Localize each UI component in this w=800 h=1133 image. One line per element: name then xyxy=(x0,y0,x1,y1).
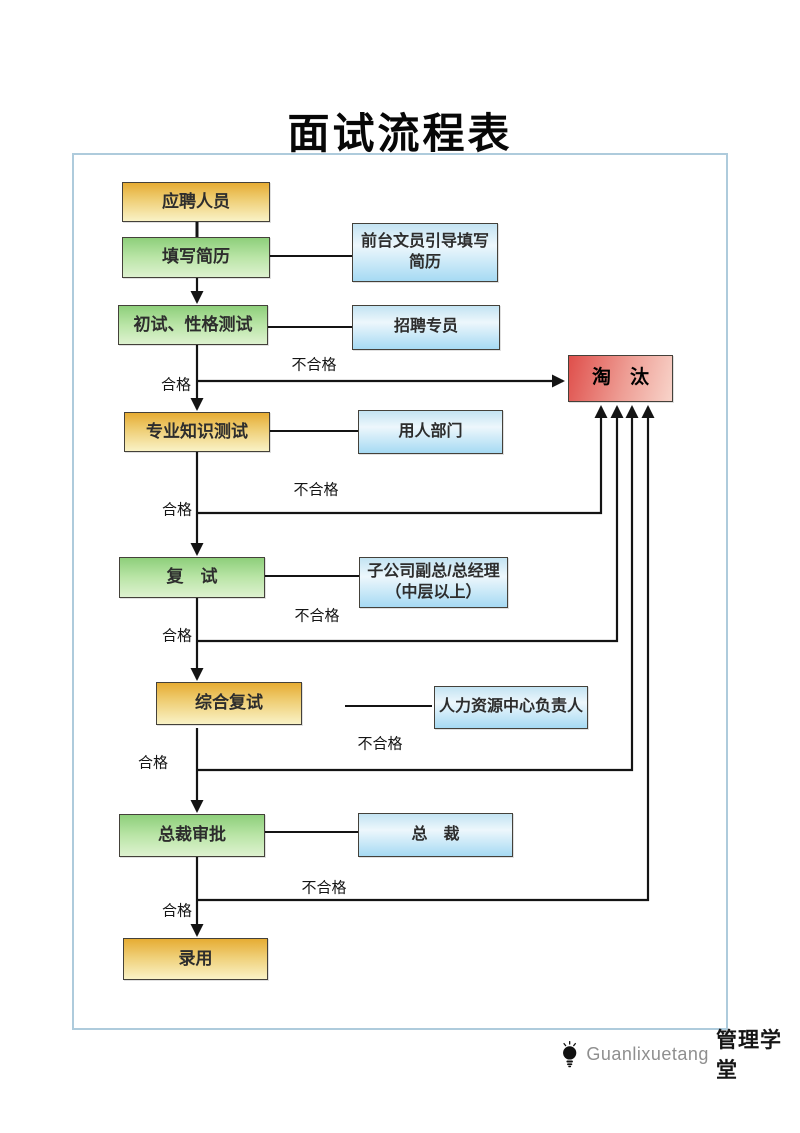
pass-label-4: 合格 xyxy=(137,754,169,772)
flow-step-initial-test: 初试、性格测试 xyxy=(118,305,268,345)
lightbulb-icon xyxy=(563,1040,577,1067)
flow-step-comprehensive-interview: 综合复试 xyxy=(156,682,302,725)
pass-label-1: 合格 xyxy=(160,376,192,394)
footer-brand: Guanlixuetang 管理学堂 xyxy=(560,1029,790,1082)
fail-label-5: 不合格 xyxy=(301,879,347,897)
actor-receptionist: 前台文员引导填写 简历 xyxy=(352,223,498,282)
fail-label-1: 不合格 xyxy=(291,356,337,374)
actor-president: 总 裁 xyxy=(358,813,513,857)
page-title: 面试流程表 xyxy=(287,110,513,157)
fail-label-4: 不合格 xyxy=(357,735,403,753)
flow-step-second-interview: 复 试 xyxy=(119,557,265,598)
reject-box: 淘 汰 xyxy=(568,355,673,402)
actor-recruiter: 招聘专员 xyxy=(352,305,500,350)
pass-label-2: 合格 xyxy=(161,501,193,519)
flow-step-hired: 录用 xyxy=(123,938,268,980)
flow-step-president-approval: 总裁审批 xyxy=(119,814,265,857)
actor-hr-head: 人力资源中心负责人 xyxy=(434,686,588,729)
fail-label-3: 不合格 xyxy=(294,607,340,625)
actor-hiring-department: 用人部门 xyxy=(358,410,503,454)
flow-step-knowledge-test: 专业知识测试 xyxy=(124,412,270,452)
brand-name-latin: Guanlixuetang xyxy=(586,1043,709,1064)
pass-label-5: 合格 xyxy=(161,902,193,920)
brand-name-cjk: 管理学堂 xyxy=(715,1029,782,1082)
pass-label-3: 合格 xyxy=(161,627,193,645)
actor-subsidiary-vp: 子公司副总/总经理 （中层以上） xyxy=(359,557,508,608)
flow-step-fill-resume: 填写简历 xyxy=(122,237,270,278)
flow-step-applicant: 应聘人员 xyxy=(122,182,270,222)
fail-label-2: 不合格 xyxy=(293,481,339,499)
